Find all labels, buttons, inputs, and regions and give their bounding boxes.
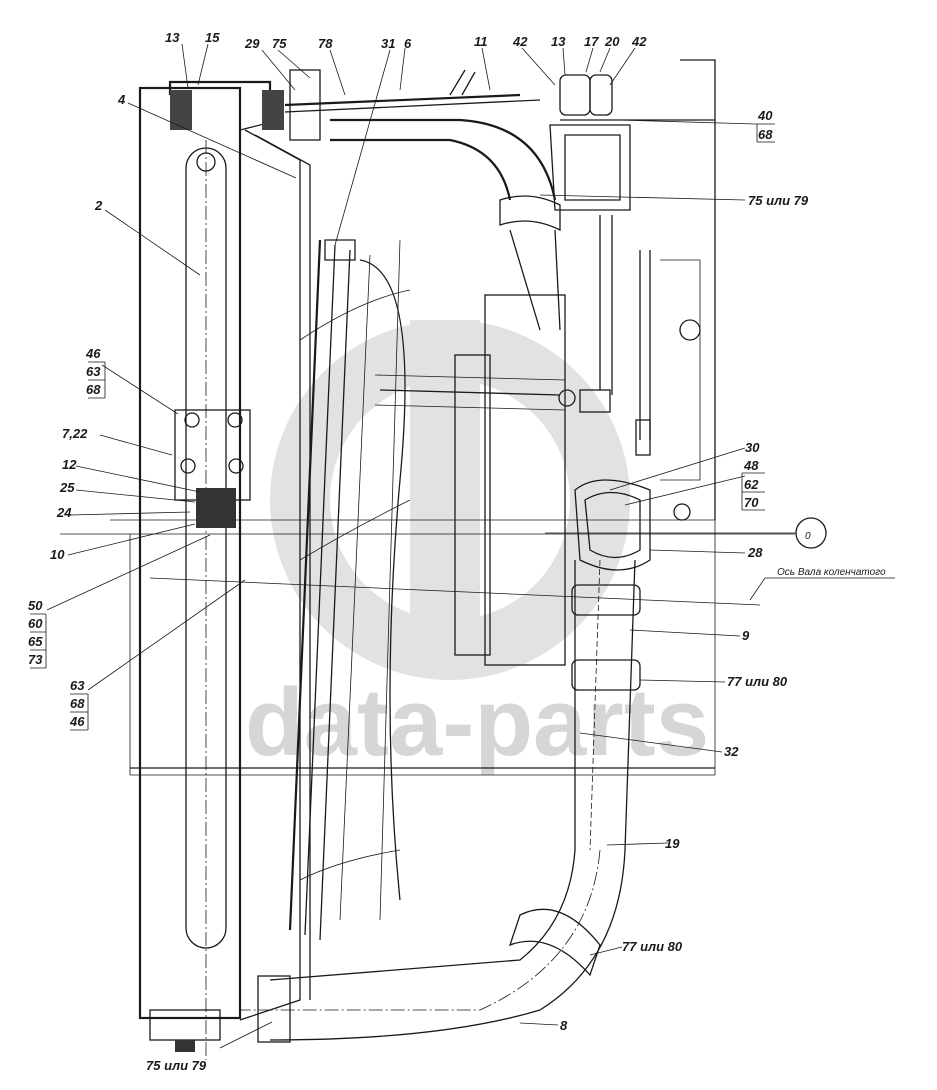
callout-17: 17 [584, 34, 599, 49]
callout-68-lower: 68 [70, 696, 85, 711]
callout-6: 6 [404, 36, 412, 51]
callout-15: 15 [205, 30, 220, 45]
callout-73: 73 [28, 652, 43, 667]
reference-circle [795, 517, 827, 549]
callout-19: 19 [665, 836, 680, 851]
callout-75: 75 [272, 36, 287, 51]
callout-77-or-80-low: 77 или 80 [622, 939, 683, 954]
callout-63-lower: 63 [70, 678, 85, 693]
callout-50: 50 [28, 598, 43, 613]
callout-75-or-79-bottom: 75 или 79 [146, 1058, 207, 1073]
watermark-logo [270, 320, 631, 681]
callout-75-or-79-top: 75 или 79 [748, 193, 809, 208]
leader-lines [30, 43, 895, 1049]
radiator [138, 80, 311, 1060]
watermark-text: data-parts [245, 669, 709, 776]
fan-shroud [288, 239, 411, 941]
callout-68: 68 [86, 382, 101, 397]
callout-9: 9 [742, 628, 750, 643]
watermark-logo-bar [410, 320, 480, 620]
callout-65: 65 [28, 634, 43, 649]
callout-20: 20 [604, 34, 620, 49]
callout-31: 31 [381, 36, 395, 51]
callout-70: 70 [744, 495, 759, 510]
callout-2: 2 [94, 198, 103, 213]
callout-42-right: 42 [631, 34, 647, 49]
crankshaft-axis-label: Ось Вала коленчатого [777, 567, 886, 578]
watermark: data-parts [245, 320, 709, 776]
callout-25: 25 [59, 480, 75, 495]
upper-pipe [284, 69, 613, 331]
callout-12: 12 [62, 457, 77, 472]
callout-labels: 13 15 29 75 78 31 6 11 42 13 17 20 42 4 … [28, 30, 886, 1073]
callout-42-left: 42 [512, 34, 528, 49]
callout-7-22: 7,22 [62, 426, 88, 441]
callout-4: 4 [117, 92, 126, 107]
callout-13: 13 [165, 30, 180, 45]
engine-block [374, 59, 716, 666]
callout-13-right: 13 [551, 34, 566, 49]
callout-24: 24 [56, 505, 72, 520]
callout-11: 11 [474, 34, 488, 49]
callout-0: 0 [805, 531, 811, 542]
callout-30: 30 [745, 440, 760, 455]
callout-46: 46 [85, 346, 101, 361]
callout-68-top: 68 [758, 127, 773, 142]
callout-60: 60 [28, 616, 43, 631]
callout-78: 78 [318, 36, 333, 51]
callout-29: 29 [244, 36, 260, 51]
callout-8: 8 [560, 1018, 568, 1033]
callout-77-or-80-mid: 77 или 80 [727, 674, 788, 689]
callout-10: 10 [50, 547, 65, 562]
lower-pipes [240, 479, 651, 1043]
callout-40: 40 [757, 108, 773, 123]
callout-62: 62 [744, 477, 759, 492]
callout-48: 48 [743, 458, 759, 473]
callout-32: 32 [724, 744, 739, 759]
callout-28: 28 [747, 545, 763, 560]
callout-46-lower: 46 [69, 714, 85, 729]
callout-63: 63 [86, 364, 101, 379]
